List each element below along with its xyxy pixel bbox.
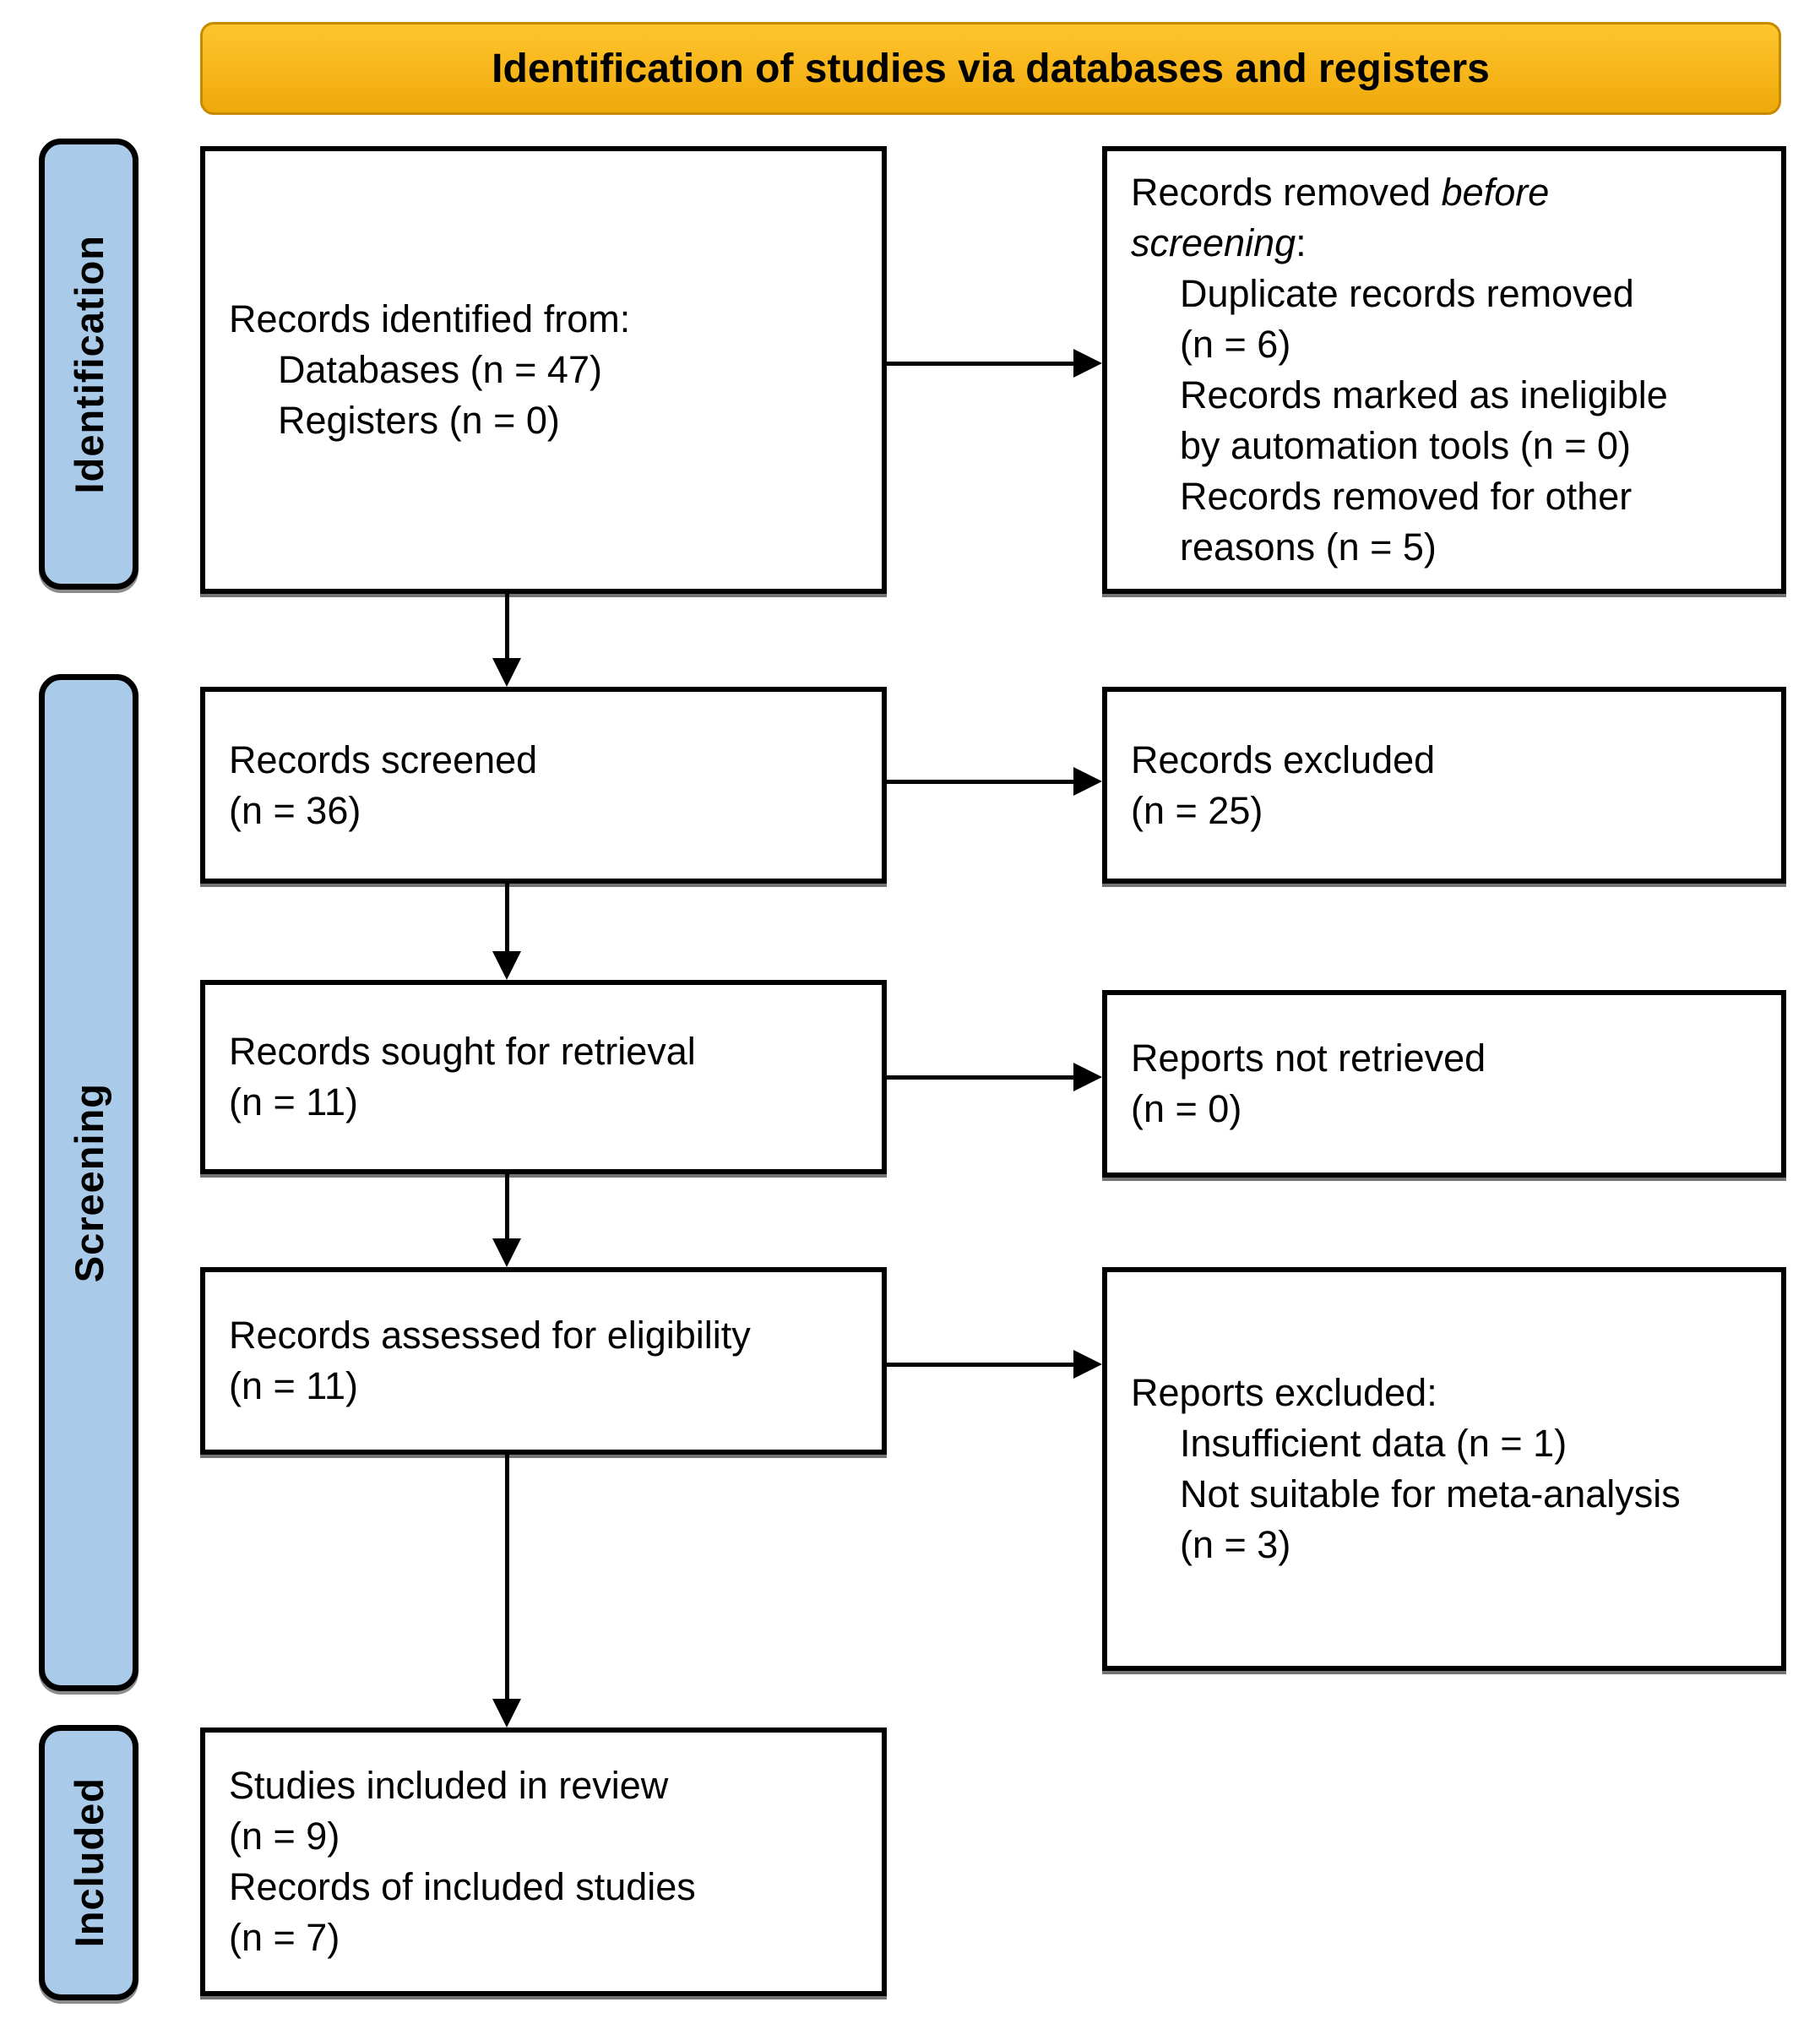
text-run: Records identified from: <box>229 297 631 340</box>
arrow-head <box>1073 1063 1102 1091</box>
text-run: Registers (n = 0) <box>278 399 560 442</box>
box-reports-excluded: Reports excluded: Insufficient data (n = … <box>1102 1267 1786 1671</box>
box-line: (n = 0) <box>1131 1084 1764 1134</box>
text-run: Records assessed for eligibility <box>229 1314 751 1357</box>
stage-included: Included <box>39 1725 139 2000</box>
text-run: Records of included studies <box>229 1865 696 1908</box>
box-line: (n = 11) <box>229 1077 865 1128</box>
box-records-screened: Records screened (n = 36) <box>200 687 887 884</box>
stage-included-label: Included <box>66 1777 111 1948</box>
text-run: (n = 3) <box>1180 1523 1291 1566</box>
text-run: Records sought for retrieval <box>229 1030 696 1073</box>
box-line: (n = 36) <box>229 786 865 836</box>
text-run: (n = 36) <box>229 788 361 832</box>
text-run: (n = 9) <box>229 1815 340 1858</box>
box-reports-not-retrieved: Reports not retrieved (n = 0) <box>1102 990 1786 1178</box>
text-run: Reports excluded: <box>1131 1371 1437 1414</box>
banner-title: Identification of studies via databases … <box>492 46 1490 91</box>
text-run: reasons (n = 5) <box>1180 525 1437 569</box>
text-run: Records removed <box>1131 171 1442 214</box>
text-run: Records screened <box>229 737 538 781</box>
box-line: by automation tools (n = 0) <box>1180 421 1764 471</box>
arrow-head <box>492 1699 521 1727</box>
box-line: Records screened <box>229 735 865 786</box>
box-line: Records removed before <box>1131 167 1764 218</box>
arrow-head <box>492 951 521 980</box>
text-run: : <box>1296 221 1307 264</box>
box-line: Records of included studies <box>229 1862 865 1912</box>
box-line: Records assessed for eligibility <box>229 1310 865 1361</box>
text-run: (n = 11) <box>229 1364 358 1407</box>
box-line: (n = 7) <box>229 1912 865 1963</box>
box-line: Databases (n = 47) <box>278 345 865 395</box>
box-line: (n = 9) <box>229 1811 865 1862</box>
text-run: Records excluded <box>1131 737 1436 781</box>
text-run: by automation tools (n = 0) <box>1180 424 1632 467</box>
box-line: Duplicate records removed <box>1180 269 1764 319</box>
arrow-line <box>887 1075 1076 1080</box>
arrow-line <box>505 1174 509 1240</box>
text-run: before <box>1441 171 1550 214</box>
box-line: reasons (n = 5) <box>1180 522 1764 573</box>
box-line: Records removed for other <box>1180 471 1764 522</box>
box-line: (n = 3) <box>1180 1520 1764 1570</box>
text-run: Studies included in review <box>229 1764 669 1807</box>
box-line: Reports excluded: <box>1131 1368 1764 1418</box>
text-run: Records marked as ineligible <box>1180 373 1668 416</box>
box-line: Studies included in review <box>229 1760 865 1811</box>
box-line: Records marked as ineligible <box>1180 370 1764 421</box>
text-run: (n = 6) <box>1180 323 1291 366</box>
box-line: Reports not retrieved <box>1131 1033 1764 1084</box>
arrow-head <box>492 658 521 687</box>
arrow-line <box>505 1455 509 1700</box>
text-run: (n = 11) <box>229 1080 358 1124</box>
arrow-head <box>492 1238 521 1267</box>
box-records-identified: Records identified from: Databases (n = 4… <box>200 146 887 594</box>
box-records-excluded: Records excluded (n = 25) <box>1102 687 1786 884</box>
text-run: (n = 25) <box>1131 788 1263 832</box>
arrow-line <box>505 594 509 660</box>
arrow-line <box>887 780 1076 784</box>
text-run: Insufficient data (n = 1) <box>1180 1422 1567 1465</box>
box-line: (n = 6) <box>1180 319 1764 370</box>
box-records-assessed-eligibility: Records assessed for eligibility (n = 11) <box>200 1267 887 1455</box>
arrow-line <box>887 1363 1076 1367</box>
box-line: screening: <box>1131 218 1764 269</box>
box-line: Not suitable for meta-analysis <box>1180 1469 1764 1520</box>
text-run: screening <box>1131 221 1296 264</box>
box-line: (n = 11) <box>229 1361 865 1412</box>
text-run: (n = 0) <box>1131 1087 1242 1130</box>
box-line: Records sought for retrieval <box>229 1026 865 1077</box>
stage-identification: Identification <box>39 139 139 590</box>
stage-identification-label: Identification <box>66 234 111 494</box>
text-run: (n = 7) <box>229 1916 340 1959</box>
box-line: Records excluded <box>1131 735 1764 786</box>
box-records-sought-retrieval: Records sought for retrieval (n = 11) <box>200 980 887 1174</box>
arrow-head <box>1073 349 1102 378</box>
text-run: Databases (n = 47) <box>278 348 602 391</box>
arrow-head <box>1073 767 1102 796</box>
text-run: Not suitable for meta-analysis <box>1180 1472 1681 1515</box>
box-line: Insufficient data (n = 1) <box>1180 1418 1764 1469</box>
arrow-head <box>1073 1350 1102 1379</box>
text-run: Records removed for other <box>1180 475 1633 518</box>
banner: Identification of studies via databases … <box>200 22 1781 115</box>
box-line: Records identified from: <box>229 294 865 345</box>
box-studies-included: Studies included in review (n = 9) Records… <box>200 1727 887 1996</box>
stage-screening-label: Screening <box>66 1082 111 1283</box>
box-line: Registers (n = 0) <box>278 395 865 446</box>
arrow-line <box>887 362 1076 366</box>
box-line: (n = 25) <box>1131 786 1764 836</box>
text-run: Reports not retrieved <box>1131 1036 1486 1080</box>
stage-screening: Screening <box>39 674 139 1691</box>
text-run: Duplicate records removed <box>1180 272 1634 315</box>
arrow-line <box>505 884 509 953</box>
